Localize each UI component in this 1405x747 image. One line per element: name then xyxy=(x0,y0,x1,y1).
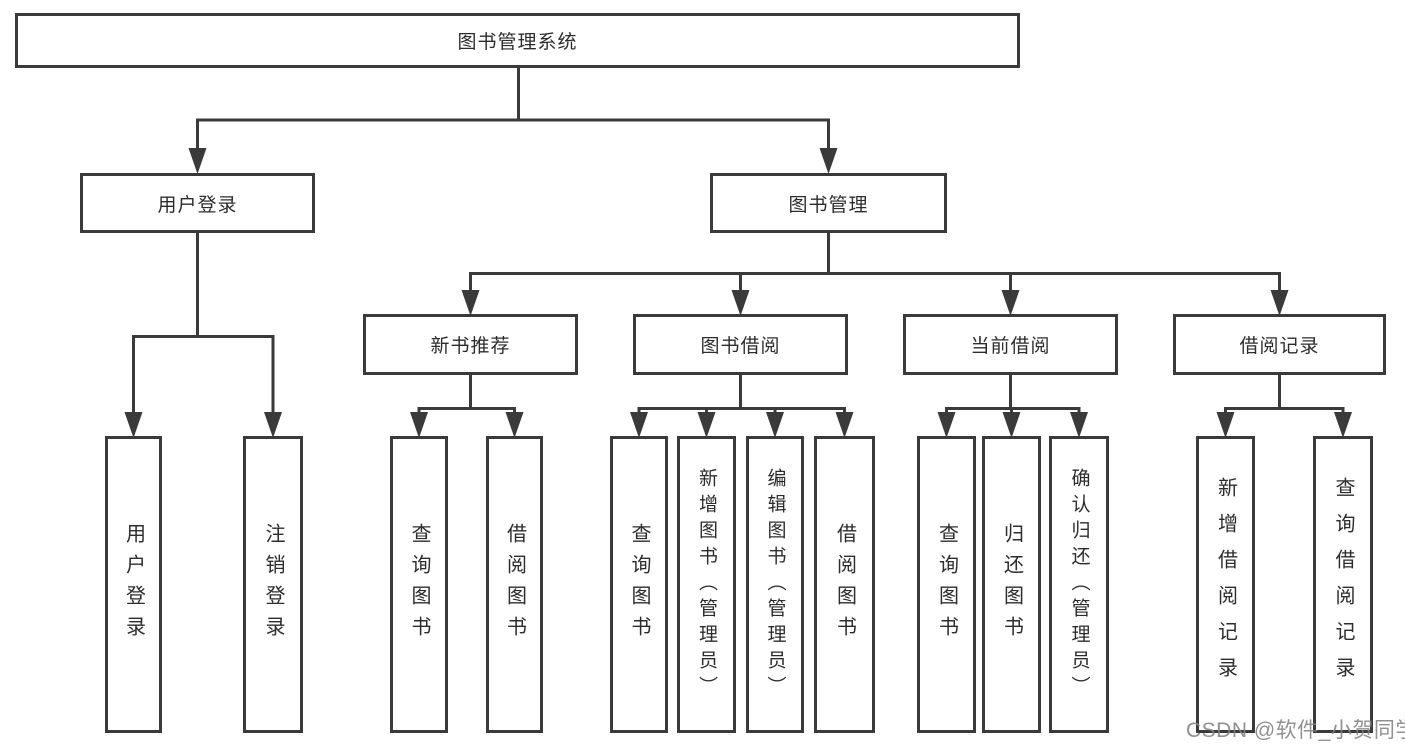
node-current-borrow-label: 当前借阅 xyxy=(970,336,1051,357)
leaf-user-login-label: 用户登录 xyxy=(122,522,145,647)
arrowhead-icon xyxy=(1002,412,1021,438)
leaf-add-book-admin: 新增图书（管理员） xyxy=(677,436,736,733)
arrowhead-icon xyxy=(766,412,784,438)
leaf-edit-book-admin: 编辑图书（管理员） xyxy=(746,436,804,733)
arrowhead-icon xyxy=(124,412,143,438)
leaf-query-books-current-label: 查询图书 xyxy=(935,522,958,647)
leaf-borrow-books-recommend-label: 借阅图书 xyxy=(503,522,526,647)
arrowhead-icon xyxy=(630,412,648,438)
leaf-user-login: 用户登录 xyxy=(105,436,162,733)
node-current-borrow: 当前借阅 xyxy=(903,314,1118,375)
leaf-add-book-admin-label: 新增图书（管理员） xyxy=(696,467,717,702)
node-borrow-records: 借阅记录 xyxy=(1173,314,1386,375)
node-book-borrow: 图书借阅 xyxy=(633,314,848,375)
leaf-add-borrow-record: 新增借阅记录 xyxy=(1196,436,1255,733)
node-book-borrow-label: 图书借阅 xyxy=(700,336,781,357)
arrowhead-icon xyxy=(1216,412,1235,438)
leaf-edit-book-admin-label: 编辑图书（管理员） xyxy=(764,467,786,702)
arrowhead-icon xyxy=(1270,290,1289,316)
arrowhead-icon xyxy=(505,412,524,438)
leaf-return-book-label: 归还图书 xyxy=(1000,522,1023,647)
arrowhead-icon xyxy=(188,148,207,174)
node-root: 图书管理系统 xyxy=(15,13,1020,68)
leaf-query-books-current: 查询图书 xyxy=(917,436,976,733)
leaf-borrow-books-recommend: 借阅图书 xyxy=(486,436,543,733)
leaf-borrow-books: 借阅图书 xyxy=(814,436,875,733)
arrowhead-icon xyxy=(937,412,956,438)
leaf-query-books-recommend: 查询图书 xyxy=(390,436,448,733)
arrowhead-icon xyxy=(461,290,480,316)
node-user-login: 用户登录 xyxy=(80,173,315,233)
leaf-query-books-borrow-label: 查询图书 xyxy=(628,522,650,647)
node-new-book-recommend: 新书推荐 xyxy=(363,314,578,375)
leaf-query-books-borrow: 查询图书 xyxy=(610,436,668,733)
leaf-return-book: 归还图书 xyxy=(982,436,1041,733)
leaf-borrow-books-label: 借阅图书 xyxy=(833,522,856,647)
arrowhead-icon xyxy=(835,412,854,438)
arrowhead-icon xyxy=(1334,412,1352,438)
leaf-logout-login-label: 注销登录 xyxy=(262,522,284,647)
node-user-login-label: 用户登录 xyxy=(157,194,238,216)
arrowhead-icon xyxy=(410,412,428,438)
node-book-management: 图书管理 xyxy=(710,173,947,233)
watermark: CSDN @软件_小贺同学 xyxy=(1186,719,1405,742)
leaf-query-books-recommend-label: 查询图书 xyxy=(408,522,430,647)
arrowhead-icon xyxy=(1001,290,1020,316)
node-new-book-recommend-label: 新书推荐 xyxy=(430,336,511,357)
leaf-logout-login: 注销登录 xyxy=(243,436,303,733)
arrowhead-icon xyxy=(1070,412,1088,438)
leaf-query-borrow-record-label: 查询借阅记录 xyxy=(1332,476,1354,693)
node-book-management-label: 图书管理 xyxy=(788,194,869,216)
arrowhead-icon xyxy=(697,412,716,438)
node-borrow-records-label: 借阅记录 xyxy=(1239,336,1320,357)
arrowhead-icon xyxy=(264,412,282,438)
arrowhead-icon xyxy=(819,148,838,174)
node-root-label: 图书管理系统 xyxy=(457,32,578,53)
leaf-query-borrow-record: 查询借阅记录 xyxy=(1313,436,1373,733)
leaf-confirm-return-admin-label: 确认归还（管理员） xyxy=(1068,467,1090,702)
leaf-confirm-return-admin: 确认归还（管理员） xyxy=(1049,436,1109,733)
leaf-add-borrow-record-label: 新增借阅记录 xyxy=(1214,476,1237,693)
arrowhead-icon xyxy=(731,290,750,316)
